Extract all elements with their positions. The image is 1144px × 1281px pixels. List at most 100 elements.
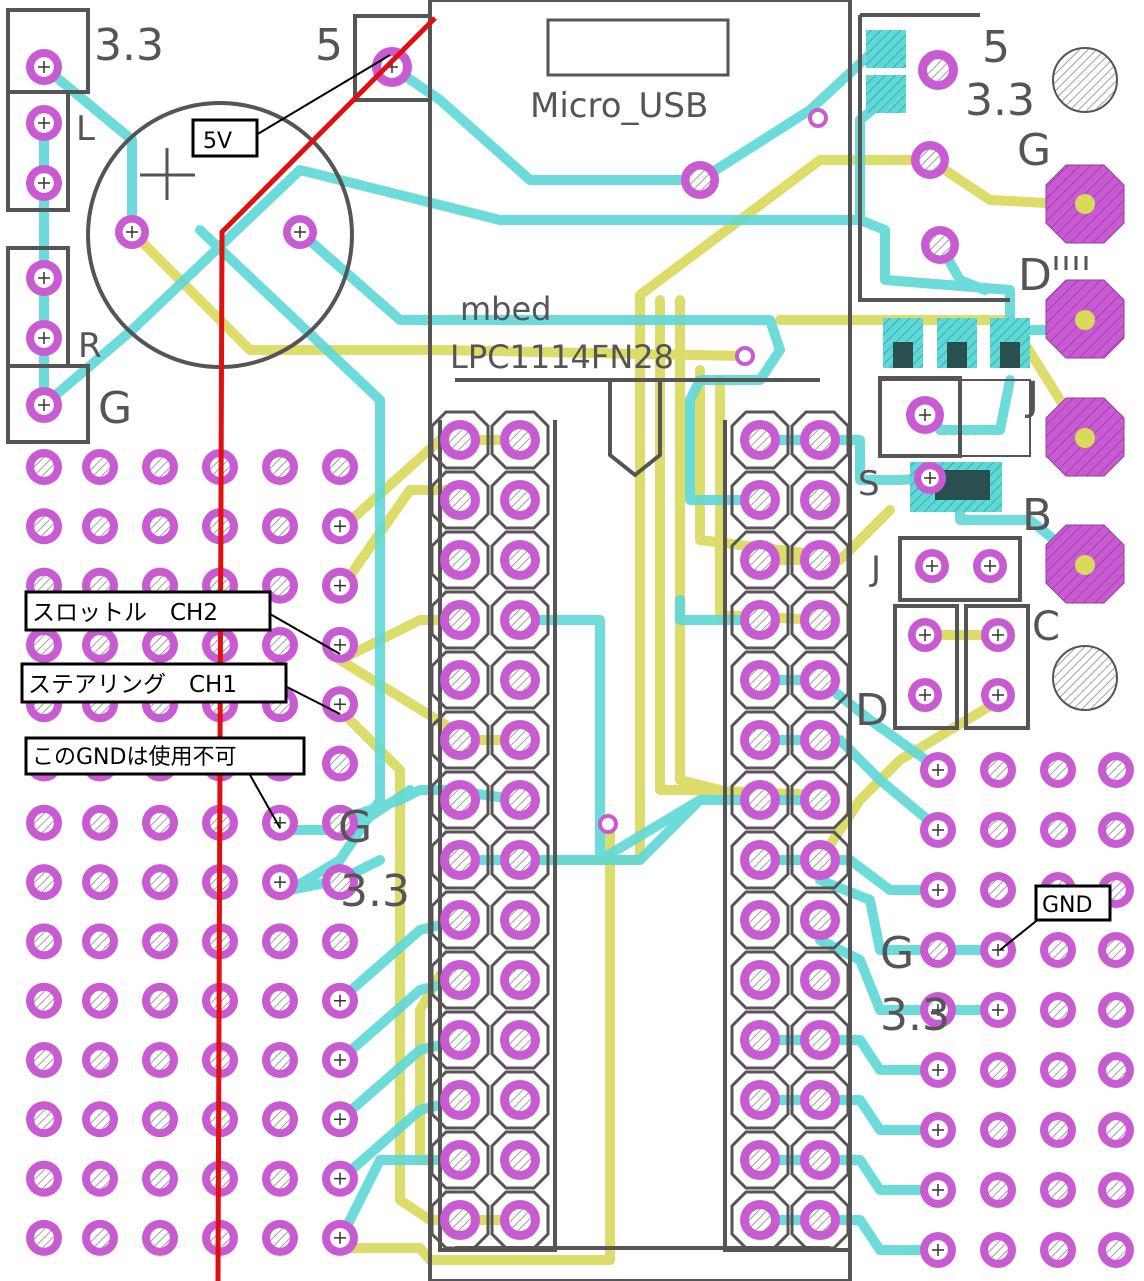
pad-hole (449, 1089, 471, 1111)
pad-hole (449, 789, 471, 811)
pad-hole (270, 516, 290, 537)
pad-hole (509, 1089, 531, 1111)
d-lines (1054, 256, 1088, 270)
label-chip: LPC1114FN28 (450, 338, 674, 376)
pad-hole (330, 753, 350, 774)
pad-hole (749, 609, 771, 631)
pad-marker (932, 1244, 944, 1256)
pad-hole (1106, 1060, 1126, 1080)
pad-hole (34, 872, 54, 892)
pad-hole (1048, 820, 1068, 840)
pin-outline (490, 710, 550, 770)
pad-hole (34, 812, 54, 833)
pin-outline (430, 890, 490, 950)
pad-hole (34, 1228, 54, 1248)
pin-outline (430, 710, 490, 770)
vias (598, 108, 828, 834)
label-D-right: D (1018, 250, 1052, 301)
pad-hole (90, 872, 110, 892)
callout-5v: 5V (191, 118, 259, 158)
pad-hole (449, 549, 471, 571)
pad-hole (749, 669, 771, 691)
pad-marker (919, 689, 931, 701)
pin-outline (730, 410, 790, 470)
pad-hole (150, 990, 170, 1011)
header-C2-box (964, 604, 1030, 730)
pin-outline (490, 1130, 550, 1190)
header-C1-box (893, 604, 959, 730)
label-33-lower: 3.3 (880, 990, 950, 1041)
pin-outline (430, 950, 490, 1010)
pad-hole (988, 1240, 1008, 1260)
pad-hole (150, 872, 170, 892)
label-D2: D (855, 685, 889, 736)
pad-hole (749, 1029, 771, 1051)
pin-outline (490, 770, 550, 830)
pin-outline (430, 830, 490, 890)
pin-outline (730, 1010, 790, 1070)
pad-hole (90, 635, 110, 655)
pad-hole (90, 931, 110, 952)
connector-pads (1045, 164, 1125, 604)
pad-hole (449, 1209, 471, 1231)
pad-hole (809, 489, 831, 511)
pin-outline (790, 1070, 850, 1130)
pad-hole (749, 789, 771, 811)
pad-hole (509, 729, 531, 751)
pad-marker (38, 272, 50, 284)
pad-hole (749, 1089, 771, 1111)
label-J2: J (869, 549, 881, 589)
silk-labels: 3.3 5 L R G 5 3.3 G D J S B J C D G 3.3 … (76, 20, 1060, 1041)
pad-hole (150, 1228, 170, 1248)
pad-marker (984, 560, 996, 572)
pad-hole (34, 635, 54, 655)
pad-hole (929, 234, 951, 256)
pad-marker (334, 1172, 346, 1185)
pad-hole (34, 931, 54, 952)
callout-gnd: GND (1034, 884, 1112, 922)
pad-marker (992, 689, 1004, 701)
pad-hole (509, 789, 531, 811)
pad-hole (749, 729, 771, 751)
pad-hole (988, 880, 1008, 900)
svg-text:GND: GND (1042, 893, 1092, 918)
pad-marker (992, 944, 1004, 956)
pad-hole (1048, 1060, 1068, 1080)
pad-hole (509, 1209, 531, 1231)
label-5-right: 5 (982, 22, 1010, 73)
pad-hole (90, 1050, 110, 1070)
label-G-lower: G (880, 928, 914, 979)
pin-outline (430, 1130, 490, 1190)
pad-hole (270, 1168, 290, 1189)
usb-pads (866, 30, 906, 113)
pad-hole (1048, 760, 1068, 780)
pad-hole (749, 969, 771, 991)
pad-hole (270, 1050, 290, 1070)
pad-hole (809, 789, 831, 811)
pin-outline (790, 950, 850, 1010)
pad-hole (809, 429, 831, 451)
pad-hole (1106, 820, 1126, 840)
pin-outline (490, 830, 550, 890)
pad-marker (932, 1124, 944, 1136)
pad-hole (150, 1109, 170, 1130)
pad-hole (749, 1149, 771, 1171)
pad-hole (809, 669, 831, 691)
pin-outline (790, 770, 850, 830)
pad-hole (809, 549, 831, 571)
pad-hole (330, 812, 350, 833)
pin-outline (490, 950, 550, 1010)
pad-hole (809, 909, 831, 931)
label-G-left: G (98, 383, 132, 434)
pin-outline (730, 590, 790, 650)
label-C: C (1032, 604, 1060, 650)
pad-hole (449, 849, 471, 871)
pad-marker (992, 1004, 1004, 1016)
pad-hole (150, 1168, 170, 1189)
silkscreen-outlines (6, 0, 1031, 1281)
pad-marker (38, 399, 50, 411)
pad-hole (749, 909, 771, 931)
header-J2-box (898, 536, 1022, 602)
pad-hole (988, 1120, 1008, 1140)
